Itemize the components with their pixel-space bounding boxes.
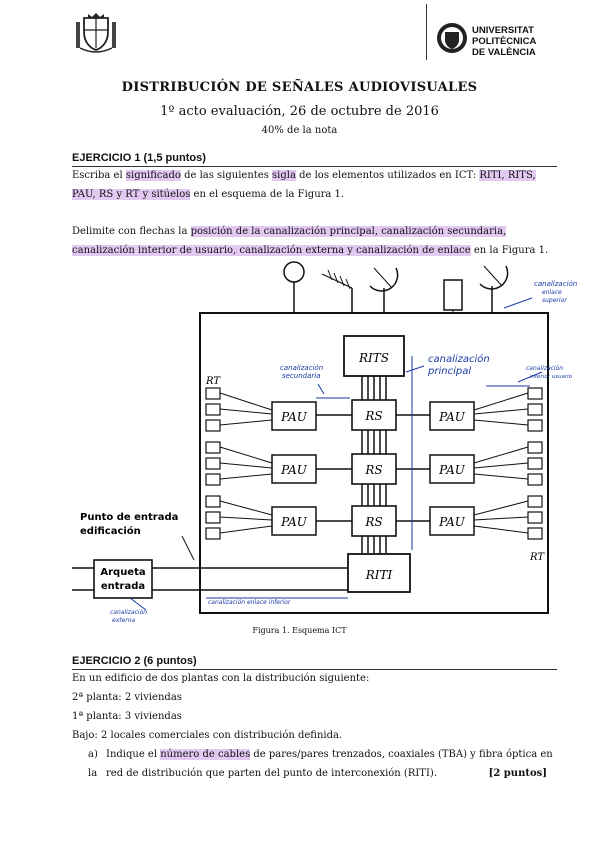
satellite-dish-icon	[369, 267, 399, 313]
riti-box	[347, 553, 411, 593]
exercise-1-heading: EJERCICIO 1 (1,5 puntos)	[72, 152, 557, 167]
exercise-2-intro: En un edificio de dos plantas con la dis…	[72, 673, 370, 684]
exercise-2-item-a: a) Indique el número de cables de pares/p…	[88, 745, 557, 783]
page-subtitle: 1º acto evaluación, 26 de octubre de 201…	[160, 104, 439, 119]
pau-label: PAU	[438, 463, 466, 477]
university-line3: DE VALÈNCIA	[472, 47, 536, 58]
exercise-1-paragraph-1: Escriba el significado de las siguientes…	[72, 166, 557, 204]
exercise-2-item-a-cont: red de distribución que parten del punto…	[106, 764, 557, 783]
loop-antenna-icon	[283, 261, 305, 313]
rs-box	[351, 399, 397, 431]
figure-caption: Figura 1. Esquema ICT	[252, 626, 347, 635]
highlight: número de cables	[160, 749, 251, 760]
pau-box	[271, 454, 317, 484]
highlight: significado	[125, 170, 181, 181]
text: en la Figura 1.	[470, 245, 549, 256]
pau-box	[271, 506, 317, 536]
rt-outlets-right	[527, 387, 543, 540]
rs-label: RS	[364, 515, 382, 529]
rt-outlets-left	[205, 387, 221, 540]
page-title: DISTRIBUCIÓN DE SEÑALES AUDIOVISUALES	[121, 80, 478, 95]
ict-diagram: RITS RS RS RS RITI PAU PAU PAU PAU PAU P…	[72, 258, 592, 624]
entry-point-line1: Punto de entrada	[80, 512, 178, 523]
hand-interior-2: interior usuario	[530, 374, 573, 380]
text: de los elementos utilizados en ICT:	[295, 170, 480, 181]
hand-enlace-inferior: canalización enlace inferior	[208, 599, 291, 606]
pau-label: PAU	[438, 515, 466, 529]
text: Indique el	[106, 749, 161, 760]
text: de las siguientes	[180, 170, 273, 181]
arqueta-box	[93, 559, 153, 599]
hand-secundaria-2: secundaria	[282, 372, 321, 380]
exercise-1-paragraph-2: Delimite con flechas la posición de la c…	[72, 222, 557, 260]
text: Escriba el	[72, 170, 126, 181]
pau-box	[429, 454, 475, 484]
tv-antenna-icon	[321, 269, 353, 313]
pau-box	[429, 506, 475, 536]
pau-label: PAU	[280, 463, 308, 477]
text: en el esquema de la Figura 1.	[190, 189, 345, 200]
upv-logo	[436, 22, 468, 54]
exercise-2-ground: Bajo: 2 locales comerciales con distribu…	[72, 730, 343, 741]
hand-externa-2: externa	[112, 617, 136, 623]
rs-label: RS	[364, 463, 382, 477]
highlight: sigla	[272, 170, 296, 181]
university-line1: UNIVERSITAT	[472, 25, 534, 36]
rt-label-top: RT	[205, 376, 221, 387]
equipment-box-icon	[443, 279, 463, 313]
rt-label-bottom: RT	[529, 552, 545, 563]
text: de pares/pares trenzados, coaxiales (TBA…	[88, 749, 553, 779]
weight-note: 40% de la nota	[261, 125, 338, 136]
item-a-label: a)	[88, 749, 98, 760]
riti-label: RITI	[365, 568, 393, 582]
rs-label: RS	[364, 409, 382, 423]
crest-logo	[72, 8, 120, 56]
pau-label: PAU	[438, 410, 466, 424]
exercise-2-floor-1: 1ª planta: 3 viviendas	[72, 711, 182, 722]
divider-line	[426, 4, 427, 60]
hand-superior-2: enlace	[542, 289, 562, 296]
entry-point-line2: edificación	[80, 525, 141, 537]
pau-box	[429, 401, 475, 431]
exercise-2-heading: EJERCICIO 2 (6 puntos)	[72, 655, 557, 670]
arqueta-line2: entrada	[101, 581, 145, 592]
hand-principal-2: principal	[427, 366, 471, 377]
hand-interior-1: canalización	[526, 365, 563, 372]
item-a-points: [2 puntos]	[488, 768, 547, 779]
hand-superior-3: superior	[542, 297, 567, 304]
hand-externa-1: canalización	[110, 609, 147, 616]
pau-label: PAU	[280, 410, 308, 424]
satellite-dish-2-icon	[479, 265, 509, 313]
hand-secundaria-1: canalización	[280, 364, 323, 372]
pau-label: PAU	[280, 515, 308, 529]
university-name: UNIVERSITAT POLITÈCNICA DE VALÈNCIA	[472, 25, 562, 58]
text: Delimite con flechas la	[72, 226, 191, 237]
hand-superior-1: canalización	[534, 280, 577, 288]
rits-label: RITS	[358, 351, 389, 365]
university-line2: POLITÈCNICA	[472, 36, 537, 47]
rits-box	[343, 335, 405, 377]
text: red de distribución que parten del punto…	[106, 768, 438, 779]
pau-box	[271, 401, 317, 431]
exercise-2-floor-2: 2ª planta: 2 viviendas	[72, 692, 182, 703]
hand-principal-1: canalización	[428, 353, 490, 365]
arqueta-line1: Arqueta	[100, 567, 145, 578]
building-outline	[199, 312, 549, 614]
